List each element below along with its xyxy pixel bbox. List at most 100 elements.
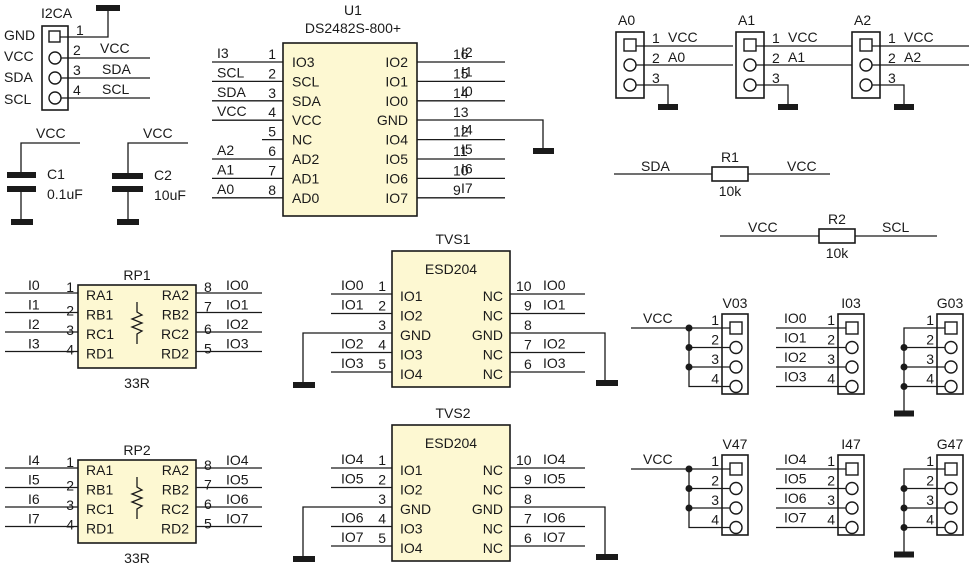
round-pin-icon [944,379,958,394]
pin-number: 4 [827,371,835,387]
round-pin-icon [944,520,958,535]
net-label: VCC [643,451,673,467]
round-pin-icon [729,340,743,355]
net-label: VCC [904,29,934,45]
i2c-side-label: SDA [4,69,33,85]
pin-number: 1 [652,30,660,46]
i2c-side-label: VCC [4,48,34,64]
round-pin-icon [944,360,958,374]
pin-name: NC [483,288,503,304]
net-label: IO1 [784,330,807,346]
net-label: SDA [641,158,670,174]
pin-number: 4 [66,517,74,533]
pin-number: 4 [268,104,276,120]
pin-number: 8 [204,457,212,473]
pin-number: 2 [66,478,74,494]
junction-dot [900,344,908,351]
pin-number: 5 [378,356,386,372]
net-label: IO3 [543,355,566,371]
pin-number: 9 [453,182,461,198]
pin-number: 3 [66,497,74,513]
ic-body [77,284,197,369]
pin-number: 4 [378,511,386,527]
pin-number: 4 [926,512,934,528]
component-ref: U1 [344,2,362,18]
pin-number: 4 [73,82,81,98]
pin-number: 2 [926,332,934,348]
pin-name: AD1 [292,170,319,186]
component-ref: RP1 [123,267,150,283]
pin-number: 3 [926,492,934,508]
net-label: VCC [788,29,818,45]
net-label: SDA [102,61,131,77]
pin-number: 10 [453,162,469,178]
net-label: A0 [217,181,234,197]
net-label: IO4 [543,451,566,467]
pin-name: NC [483,366,503,382]
round-pin-icon [48,51,62,65]
pin-number: 4 [378,337,386,353]
round-pin-icon [729,379,743,394]
component-ref: C1 [47,166,65,182]
pin-name: IO7 [385,190,408,206]
net-label: IO6 [226,491,249,507]
pin-number: 15 [453,65,469,81]
net-label: A2 [904,49,921,65]
pin-name: AD0 [292,190,319,206]
pin-number: 3 [66,322,74,338]
pin-name: GND [400,327,431,343]
pin-number: 2 [926,473,934,489]
pin-name: RA1 [86,462,113,478]
net-label: IO1 [341,297,364,313]
pin-number: 8 [524,317,532,333]
pin-number: 3 [926,351,934,367]
pin-number: 7 [204,299,212,315]
ground-symbol-icon [96,5,120,11]
pin-number: 3 [652,70,660,86]
round-pin-icon [48,91,62,105]
net-label: IO0 [341,277,364,293]
net-label: I2 [28,316,40,332]
pin-number: 5 [204,516,212,532]
pin-number: 3 [827,351,835,367]
net-label: VCC [100,40,130,56]
net-label: I3 [217,45,229,61]
net-label: IO1 [226,297,249,313]
net-label: IO3 [341,355,364,371]
round-pin-icon [623,78,637,92]
pin-name: IO2 [400,482,423,498]
ground-symbol-icon [293,382,315,388]
pin-number: 3 [711,351,719,367]
net-label: SDA [217,84,246,100]
pin-number: 7 [204,477,212,493]
square-pin-icon [729,462,743,476]
junction-dot [685,363,693,371]
pin-number: 3 [827,492,835,508]
pin-number: 3 [772,70,780,86]
net-label: VCC [143,125,173,141]
component-value: 10uF [154,187,186,203]
capacitor-c2: VCC C2 10uF [112,125,188,225]
capacitor-plate-icon [7,172,36,178]
component-ref: V47 [723,436,748,452]
pin-number: 2 [378,298,386,314]
net-label: IO4 [226,452,249,468]
pin-number: 6 [524,356,532,372]
round-pin-icon [48,71,62,85]
wire [756,45,853,106]
net-label: I6 [461,160,473,176]
component-ref: A2 [854,12,871,28]
pin-number: 3 [711,492,719,508]
pin-number: 6 [268,143,276,159]
pin-name: NC [483,347,503,363]
wire [510,332,606,382]
square-pin-icon [859,38,873,52]
pin-number: 5 [378,530,386,546]
